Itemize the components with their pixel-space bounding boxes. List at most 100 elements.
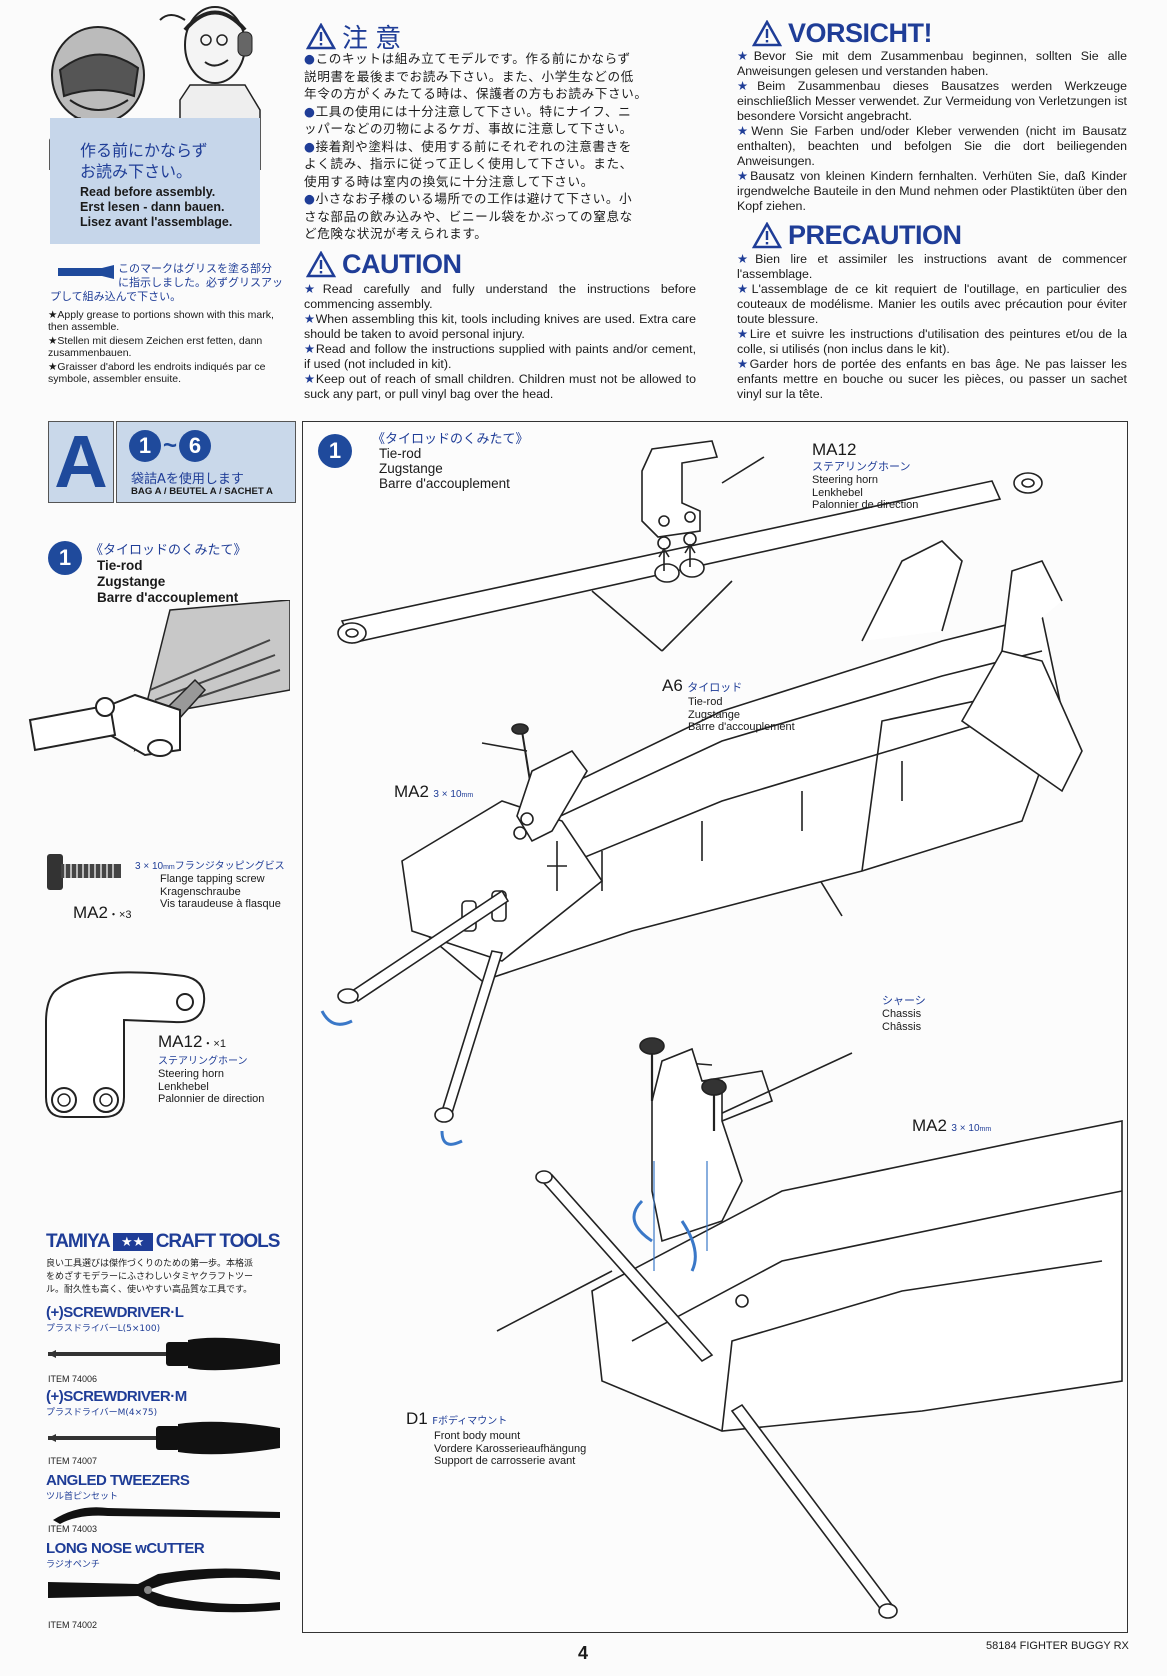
- step1-en: Tie-rod: [97, 558, 143, 573]
- chui-lines-item: 使用する時は室内の換気に十分注意して下さい。: [304, 173, 594, 189]
- chui-lines-item: 説明書を最後までお読み下さい。また、小学生などの低: [304, 68, 634, 84]
- tool-jp: プラスドライバーL(5×100): [46, 1324, 161, 1334]
- tool-name: (+)SCREWDRIVER·M: [46, 1388, 187, 1405]
- chui-title: 注 意: [342, 24, 401, 54]
- step1-badge: 1: [48, 541, 82, 575]
- vorsicht-items-item: ★Beim Zusammenbau dieses Bausatzes werde…: [737, 79, 1128, 123]
- diagram-step-badge: 1: [318, 434, 352, 468]
- vorsicht-heading: VORSICHT!: [751, 18, 933, 49]
- d1-de: Vordere Karosserieaufhängung: [434, 1442, 587, 1455]
- precaution-title: PRECAUTION: [788, 220, 962, 250]
- caution-items-item: ★Read carefully and fully understand the…: [304, 282, 697, 311]
- tool-item: ITEM 74006: [48, 1374, 98, 1384]
- horn-jp: ステアリングホーン: [158, 1056, 248, 1067]
- ma12-code: MA12: [812, 440, 857, 459]
- grease-jp-line3: プして組み込んで下さい。: [50, 290, 182, 303]
- ma12-jp: ステアリングホーン: [812, 460, 911, 473]
- model-name: 58184 FIGHTER BUGGY RX: [986, 1640, 1129, 1652]
- tool-item: ITEM 74003: [48, 1524, 98, 1534]
- tool-item: ITEM 74002: [48, 1620, 98, 1630]
- note-jp-line2: お読み下さい。: [80, 162, 193, 181]
- chassis-fr: Châssis: [882, 1020, 922, 1033]
- caution-title: CAUTION: [342, 249, 462, 279]
- chui-heading: 注 意: [305, 18, 401, 55]
- grease-jp-line1: このマークはグリスを塗る部分: [118, 262, 272, 275]
- chui-lines-item: ●接着剤や塗料は、使用する前にそれぞれの注意書きを: [304, 138, 632, 154]
- ma2-unit: mm: [461, 792, 474, 799]
- a6-en: Tie-rod: [688, 696, 723, 708]
- tools-desc-line: をめざすモデラーにふさわしいタミヤクラフトツー: [46, 1272, 254, 1282]
- caution-text: ★Read carefully and fully understand the…: [304, 282, 696, 402]
- chui-lines-item: ど危険な状況が考えられます。: [304, 226, 488, 241]
- warning-triangle-icon: [751, 19, 783, 47]
- d1-jp: Fボディマウント: [432, 1416, 508, 1427]
- screw-de: Kragenschraube: [160, 885, 241, 898]
- screwdriver-m-icon: [48, 1418, 280, 1458]
- chui-lines-item: ●このキットは組み立てモデルです。作る前にかならず: [304, 51, 631, 66]
- tool-name: (+)SCREWDRIVER·L: [46, 1304, 184, 1321]
- horn-fr: Palonnier de direction: [158, 1093, 265, 1105]
- screw-en: Flange tapping screw: [160, 873, 265, 885]
- tweezers-icon: [48, 1500, 280, 1526]
- horn-qty: ・×1: [202, 1038, 226, 1050]
- precaution-items-item: ★Garder hors de portée des enfants en ba…: [737, 357, 1127, 401]
- tool-jp: プラスドライバーM(4×75): [46, 1408, 158, 1418]
- d1-fr: Support de carrosserie avant: [434, 1455, 576, 1467]
- d1-code: D1: [406, 1409, 428, 1428]
- section-letter: A: [54, 420, 108, 503]
- precaution-text: ★Bien lire et assimiler les instructions…: [737, 252, 1127, 402]
- d1-en: Front body mount: [434, 1430, 521, 1442]
- steering-horn-illustration: [44, 962, 214, 1122]
- ma12-fr: Palonnier de direction: [812, 499, 919, 511]
- long-nose-pliers-icon: [48, 1562, 280, 1618]
- grease-en: ★Apply grease to portions shown with thi…: [48, 309, 274, 333]
- screw-code: MA2: [73, 903, 108, 922]
- screw-size: 3 × 10: [135, 861, 164, 872]
- ma2b-unit: mm: [979, 1126, 992, 1133]
- section-a-letter-box: A: [48, 421, 114, 503]
- bag-label: BAG A / BEUTEL A / SACHET A: [131, 486, 273, 497]
- horn-en: Steering horn: [158, 1068, 225, 1080]
- caution-items-item: ★Read and follow the instructions suppli…: [304, 342, 697, 371]
- diagram-step-jp: 《タイロッドのくみたて》: [372, 432, 529, 447]
- screw-unit: mm: [163, 864, 175, 871]
- warning-triangle-icon: [751, 221, 783, 249]
- ma2-size: 3 × 10: [433, 789, 462, 800]
- step1-de: Zugstange: [97, 574, 166, 589]
- caution-heading: CAUTION: [305, 249, 462, 280]
- chui-lines-item: よく読み、指示に従って正しく使用して下さい。また、: [304, 156, 633, 171]
- chassis-assembly-drawing: [302, 421, 1128, 1633]
- tools-desc-line: ル。耐久性も高く、使いやすい高品質な工具です。: [46, 1285, 253, 1295]
- vorsicht-items-item: ★Bausatz von kleinen Kindern fernhalten.…: [737, 169, 1128, 213]
- chui-lines-item: さな部品の飲み込みや、ビニール袋をかぶっての窒息な: [304, 208, 633, 224]
- tools-desc-line: 良い工具選びは傑作づくりのための第一歩。本格派: [46, 1259, 254, 1269]
- precaution-heading: PRECAUTION: [751, 220, 962, 251]
- chassis-jp: シャーシ: [882, 994, 926, 1007]
- ma12-de: Lenkhebel: [812, 486, 863, 499]
- chui-lines-item: ●小さなお子様のいる場所での工作は避けて下さい。小: [304, 191, 633, 206]
- warning-triangle-icon: [305, 250, 337, 278]
- screw-icon: [45, 852, 125, 892]
- vorsicht-text: ★Bevor Sie mit dem Zusammenbau beginnen,…: [737, 49, 1127, 214]
- precaution-items-item: ★Bien lire et assimiler les instructions…: [737, 252, 1128, 281]
- grease-mark-icon: [58, 265, 114, 279]
- grease-de: ★Stellen mit diesem Zeichen erst fetten,…: [48, 335, 263, 359]
- range-sep: ~: [163, 432, 178, 459]
- grease-jp-line2: に指示しました。必ずグリスアッ: [118, 276, 283, 289]
- precaution-items-item: ★L'assemblage de ce kit requiert de l'ou…: [737, 282, 1128, 326]
- tamiya-star-icon: ★★: [112, 1233, 153, 1251]
- note-de: Erst lesen - dann bauen.: [80, 200, 225, 214]
- diagram-step-fr: Barre d'accouplement: [379, 476, 510, 491]
- horn-de: Lenkhebel: [158, 1080, 209, 1093]
- a6-de: Zugstange: [688, 708, 740, 721]
- grease-fr: ★Graisser d'abord les endroits indiqués …: [48, 361, 266, 385]
- tool-jp: ラジオペンチ: [46, 1560, 100, 1570]
- vorsicht-title: VORSICHT!: [788, 18, 933, 48]
- craft-tools-logo: TAMIYA ★★ CRAFT TOOLS: [46, 1231, 280, 1253]
- bag-jp: 袋詰Aを使用します: [131, 472, 244, 487]
- note-en: Read before assembly.: [80, 185, 216, 199]
- precaution-items-item: ★Lire et suivre les instructions d'utili…: [737, 327, 1127, 356]
- pliers-illustration: [20, 599, 291, 810]
- screw-jp: フランジタッピングビス: [174, 861, 285, 872]
- tool-jp: ツル首ピンセット: [46, 1492, 119, 1502]
